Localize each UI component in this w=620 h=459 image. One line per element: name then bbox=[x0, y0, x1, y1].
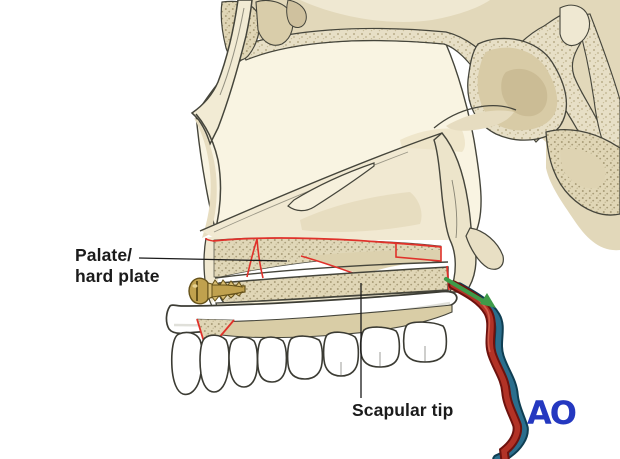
leader-lines bbox=[138, 257, 362, 398]
palate-leader-line bbox=[138, 257, 288, 262]
label-palate-hard-plate: Palate/ hard plate bbox=[75, 245, 160, 287]
vascular-pedicle-vein bbox=[454, 282, 529, 459]
pedicle-direction-arrow bbox=[443, 276, 496, 308]
label-palate-line2: hard plate bbox=[75, 266, 160, 286]
upper-teeth bbox=[170, 321, 448, 396]
skull-sagittal-section bbox=[190, 0, 620, 293]
vascular-pedicle bbox=[448, 280, 529, 459]
palate-hard-plate-red-outline bbox=[203, 236, 449, 307]
fixation-screw bbox=[188, 277, 246, 305]
ao-foundation-logo: AO bbox=[527, 394, 577, 432]
label-palate-line1: Palate/ bbox=[75, 245, 133, 265]
label-scapular-tip: Scapular tip bbox=[352, 400, 454, 420]
